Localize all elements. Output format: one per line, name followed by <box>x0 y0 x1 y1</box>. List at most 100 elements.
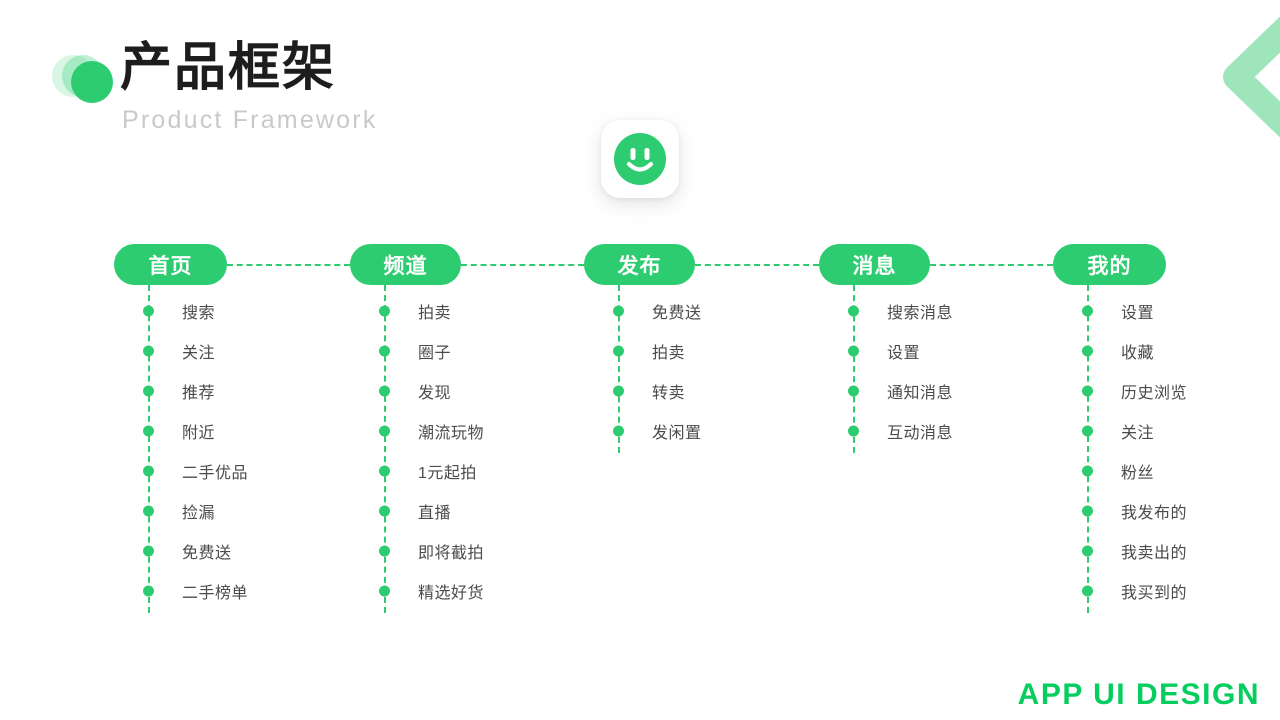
bullet-dot-icon <box>1082 425 1093 437</box>
list-item-label: 我买到的 <box>1121 585 1188 602</box>
list-item-label: 互动消息 <box>887 425 954 442</box>
column-header-pill[interactable]: 首页 <box>114 244 227 285</box>
bullet-dot-icon <box>379 585 390 597</box>
list-item-label: 圈子 <box>418 345 452 362</box>
list-item[interactable]: 关注 <box>114 331 248 371</box>
list-item[interactable]: 圈子 <box>350 331 484 371</box>
branch-connector-1 <box>227 264 350 266</box>
column-item-list: 搜索消息设置通知消息互动消息 <box>819 291 953 451</box>
bullet-dot-icon <box>143 305 154 317</box>
list-item[interactable]: 捡漏 <box>114 491 248 531</box>
list-item-label: 精选好货 <box>418 585 485 602</box>
list-item[interactable]: 我发布的 <box>1053 491 1187 531</box>
list-item-label: 免费送 <box>652 305 702 322</box>
list-item[interactable]: 历史浏览 <box>1053 371 1187 411</box>
branch-connector-4 <box>930 264 1053 266</box>
list-item[interactable]: 设置 <box>819 331 953 371</box>
logo-circle-front <box>71 61 113 103</box>
list-item-label: 关注 <box>182 345 216 362</box>
list-item[interactable]: 我卖出的 <box>1053 531 1187 571</box>
bullet-dot-icon <box>1082 545 1093 557</box>
list-item-label: 1元起拍 <box>418 465 477 482</box>
framework-column: 我的设置收藏历史浏览关注粉丝我发布的我卖出的我买到的 <box>1053 244 1187 613</box>
bullet-dot-icon <box>848 345 859 357</box>
smiley-face-icon <box>614 133 666 185</box>
list-item[interactable]: 拍卖 <box>350 291 484 331</box>
list-item[interactable]: 互动消息 <box>819 411 953 451</box>
three-overlapping-circles-logo-icon <box>52 53 124 113</box>
column-vertical-line <box>618 285 620 453</box>
bullet-dot-icon <box>1082 385 1093 397</box>
framework-column: 消息搜索消息设置通知消息互动消息 <box>819 244 953 453</box>
title-block: 产品框架 Product Framework <box>120 40 378 135</box>
list-item-label: 搜索消息 <box>887 305 954 322</box>
bullet-dot-icon <box>379 505 390 517</box>
column-vertical-line <box>1087 285 1089 613</box>
bullet-dot-icon <box>1082 585 1093 597</box>
bullet-dot-icon <box>379 385 390 397</box>
list-item[interactable]: 拍卖 <box>584 331 702 371</box>
framework-column: 频道拍卖圈子发现潮流玩物 1元起拍直播即将截拍精选好货 <box>350 244 484 613</box>
list-item[interactable]: 免费送 <box>584 291 702 331</box>
bullet-dot-icon <box>143 425 154 437</box>
list-item[interactable]: 二手榜单 <box>114 571 248 611</box>
list-item[interactable]: 潮流玩物 <box>350 411 484 451</box>
list-item[interactable]: 发现 <box>350 371 484 411</box>
bullet-dot-icon <box>143 345 154 357</box>
list-item[interactable]: 设置 <box>1053 291 1187 331</box>
page-subtitle: Product Framework <box>122 106 378 135</box>
list-item[interactable]: 附近 <box>114 411 248 451</box>
column-item-list: 拍卖圈子发现潮流玩物 1元起拍直播即将截拍精选好货 <box>350 291 484 611</box>
bullet-dot-icon <box>1082 305 1093 317</box>
list-item[interactable]: 粉丝 <box>1053 451 1187 491</box>
bullet-dot-icon <box>613 425 624 437</box>
column-header-pill[interactable]: 我的 <box>1053 244 1166 285</box>
list-item[interactable]: 发闲置 <box>584 411 702 451</box>
list-item[interactable]: 搜索 <box>114 291 248 331</box>
list-item-label: 即将截拍 <box>418 545 485 562</box>
list-item[interactable]: 精选好货 <box>350 571 484 611</box>
list-item-label: 通知消息 <box>887 385 954 402</box>
list-item[interactable]: 直播 <box>350 491 484 531</box>
column-header-pill[interactable]: 频道 <box>350 244 461 285</box>
column-item-list: 免费送拍卖转卖发闲置 <box>584 291 702 451</box>
column-header-pill[interactable]: 消息 <box>819 244 930 285</box>
list-item-label: 拍卖 <box>652 345 686 362</box>
list-item[interactable]: 关注 <box>1053 411 1187 451</box>
bullet-dot-icon <box>379 465 390 477</box>
app-icon-card <box>601 120 679 198</box>
list-item-label: 收藏 <box>1121 345 1155 362</box>
list-item-label: 拍卖 <box>418 305 452 322</box>
bullet-dot-icon <box>1082 345 1093 357</box>
list-item[interactable]: 收藏 <box>1053 331 1187 371</box>
footer-label: APP UI DESIGN <box>1017 678 1260 711</box>
bullet-dot-icon <box>613 345 624 357</box>
list-item-label: 二手优品 <box>182 465 249 482</box>
list-item[interactable]: 转卖 <box>584 371 702 411</box>
bullet-dot-icon <box>848 425 859 437</box>
list-item-label: 免费送 <box>182 545 232 562</box>
bullet-dot-icon <box>613 305 624 317</box>
list-item[interactable]: 搜索消息 <box>819 291 953 331</box>
bullet-dot-icon <box>143 465 154 477</box>
bullet-dot-icon <box>143 385 154 397</box>
bullet-dot-icon <box>379 545 390 557</box>
list-item[interactable]: 二手优品 <box>114 451 248 491</box>
list-item[interactable]: 免费送 <box>114 531 248 571</box>
bullet-dot-icon <box>143 545 154 557</box>
list-item-label: 粉丝 <box>1121 465 1155 482</box>
list-item[interactable]: 即将截拍 <box>350 531 484 571</box>
list-item-label: 直播 <box>418 505 452 522</box>
bullet-dot-icon <box>379 305 390 317</box>
column-header-pill[interactable]: 发布 <box>584 244 695 285</box>
list-item[interactable]: 通知消息 <box>819 371 953 411</box>
list-item-label: 捡漏 <box>182 505 216 522</box>
framework-column: 首页搜索关注推荐附近二手优品捡漏免费送二手榜单 <box>114 244 248 613</box>
bullet-dot-icon <box>379 345 390 357</box>
list-item[interactable]: 1元起拍 <box>350 451 484 491</box>
list-item[interactable]: 我买到的 <box>1053 571 1187 611</box>
list-item[interactable]: 推荐 <box>114 371 248 411</box>
list-item-label: 发闲置 <box>652 425 702 442</box>
page-title: 产品框架 <box>120 39 337 97</box>
